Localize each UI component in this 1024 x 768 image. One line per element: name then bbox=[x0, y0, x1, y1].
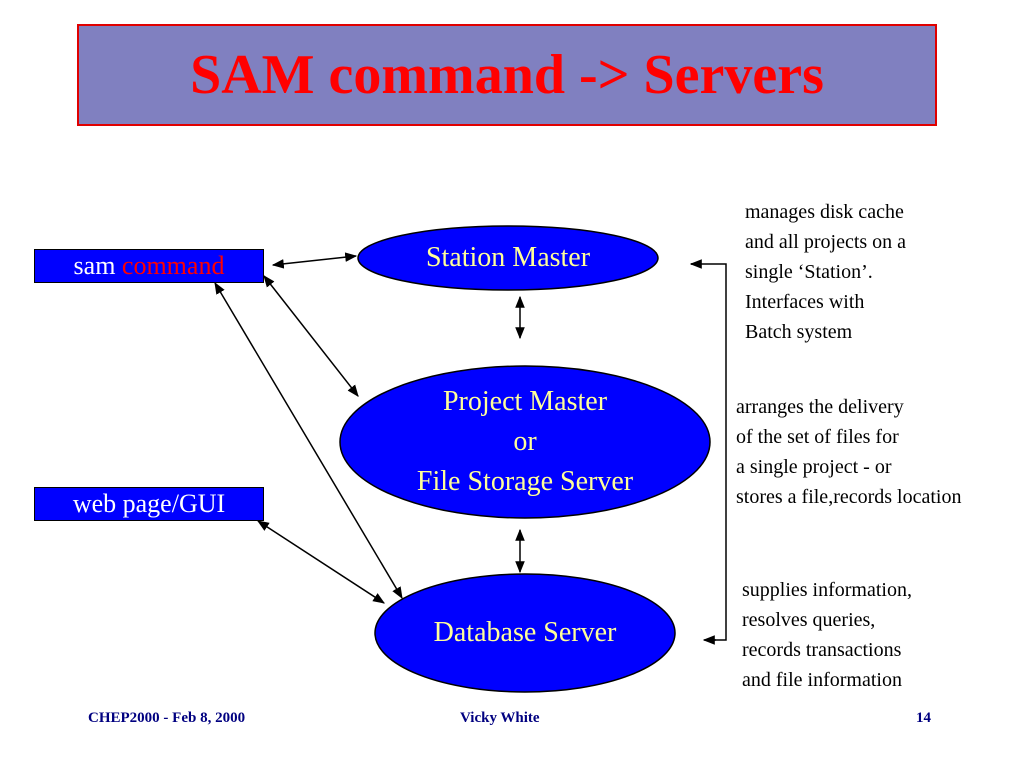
note-line: and all projects on a bbox=[745, 231, 907, 253]
slide-title: SAM command -> Servers bbox=[190, 44, 824, 106]
note-line: of the set of files for bbox=[736, 426, 899, 448]
note-line: supplies information, bbox=[742, 579, 912, 601]
station-master-label: Station Master bbox=[425, 242, 591, 273]
note-line: arranges the delivery bbox=[736, 396, 904, 418]
footer-event-date: CHEP2000 - Feb 8, 2000 bbox=[88, 710, 246, 726]
note-line: single ‘Station’. bbox=[745, 261, 873, 283]
footer-page-number: 14 bbox=[916, 710, 931, 726]
station-master-node: Station Master bbox=[358, 226, 658, 290]
title-box: SAM command -> Servers bbox=[77, 24, 937, 126]
project-master-node: Project Master or File Storage Server bbox=[340, 367, 710, 517]
project-master-label: Project Master bbox=[442, 386, 608, 417]
or-label: or bbox=[513, 426, 537, 457]
database-server-node: Database Server bbox=[375, 574, 675, 692]
note-line: and file information bbox=[742, 669, 902, 691]
database-server-shape bbox=[374, 573, 676, 693]
station-master-note: manages disk cache and all projects on a… bbox=[745, 197, 906, 347]
note-line: a single project - or bbox=[736, 456, 892, 478]
note-line: resolves queries, bbox=[742, 609, 876, 631]
project-master-note: arranges the delivery of the set of file… bbox=[736, 392, 961, 512]
arrow-web-database bbox=[256, 520, 386, 604]
footer-author: Vicky White bbox=[460, 710, 540, 726]
arrow-sam-station bbox=[271, 252, 358, 269]
station-master-shape bbox=[357, 225, 659, 291]
sam-label: sam bbox=[73, 251, 116, 280]
web-page-gui-label: web page/GUI bbox=[72, 489, 226, 518]
note-line: manages disk cache bbox=[745, 201, 904, 223]
database-server-label: Database Server bbox=[433, 617, 617, 648]
note-line: stores a file,records location bbox=[736, 486, 962, 508]
database-server-note: supplies information, resolves queries, … bbox=[742, 575, 912, 695]
note-line: records transactions bbox=[742, 639, 902, 661]
file-storage-server-label: File Storage Server bbox=[416, 466, 634, 497]
command-label: command bbox=[121, 251, 225, 280]
sam-command-box: sam command bbox=[34, 249, 264, 283]
note-line: Batch system bbox=[745, 321, 853, 343]
note-line: Interfaces with bbox=[745, 291, 865, 313]
